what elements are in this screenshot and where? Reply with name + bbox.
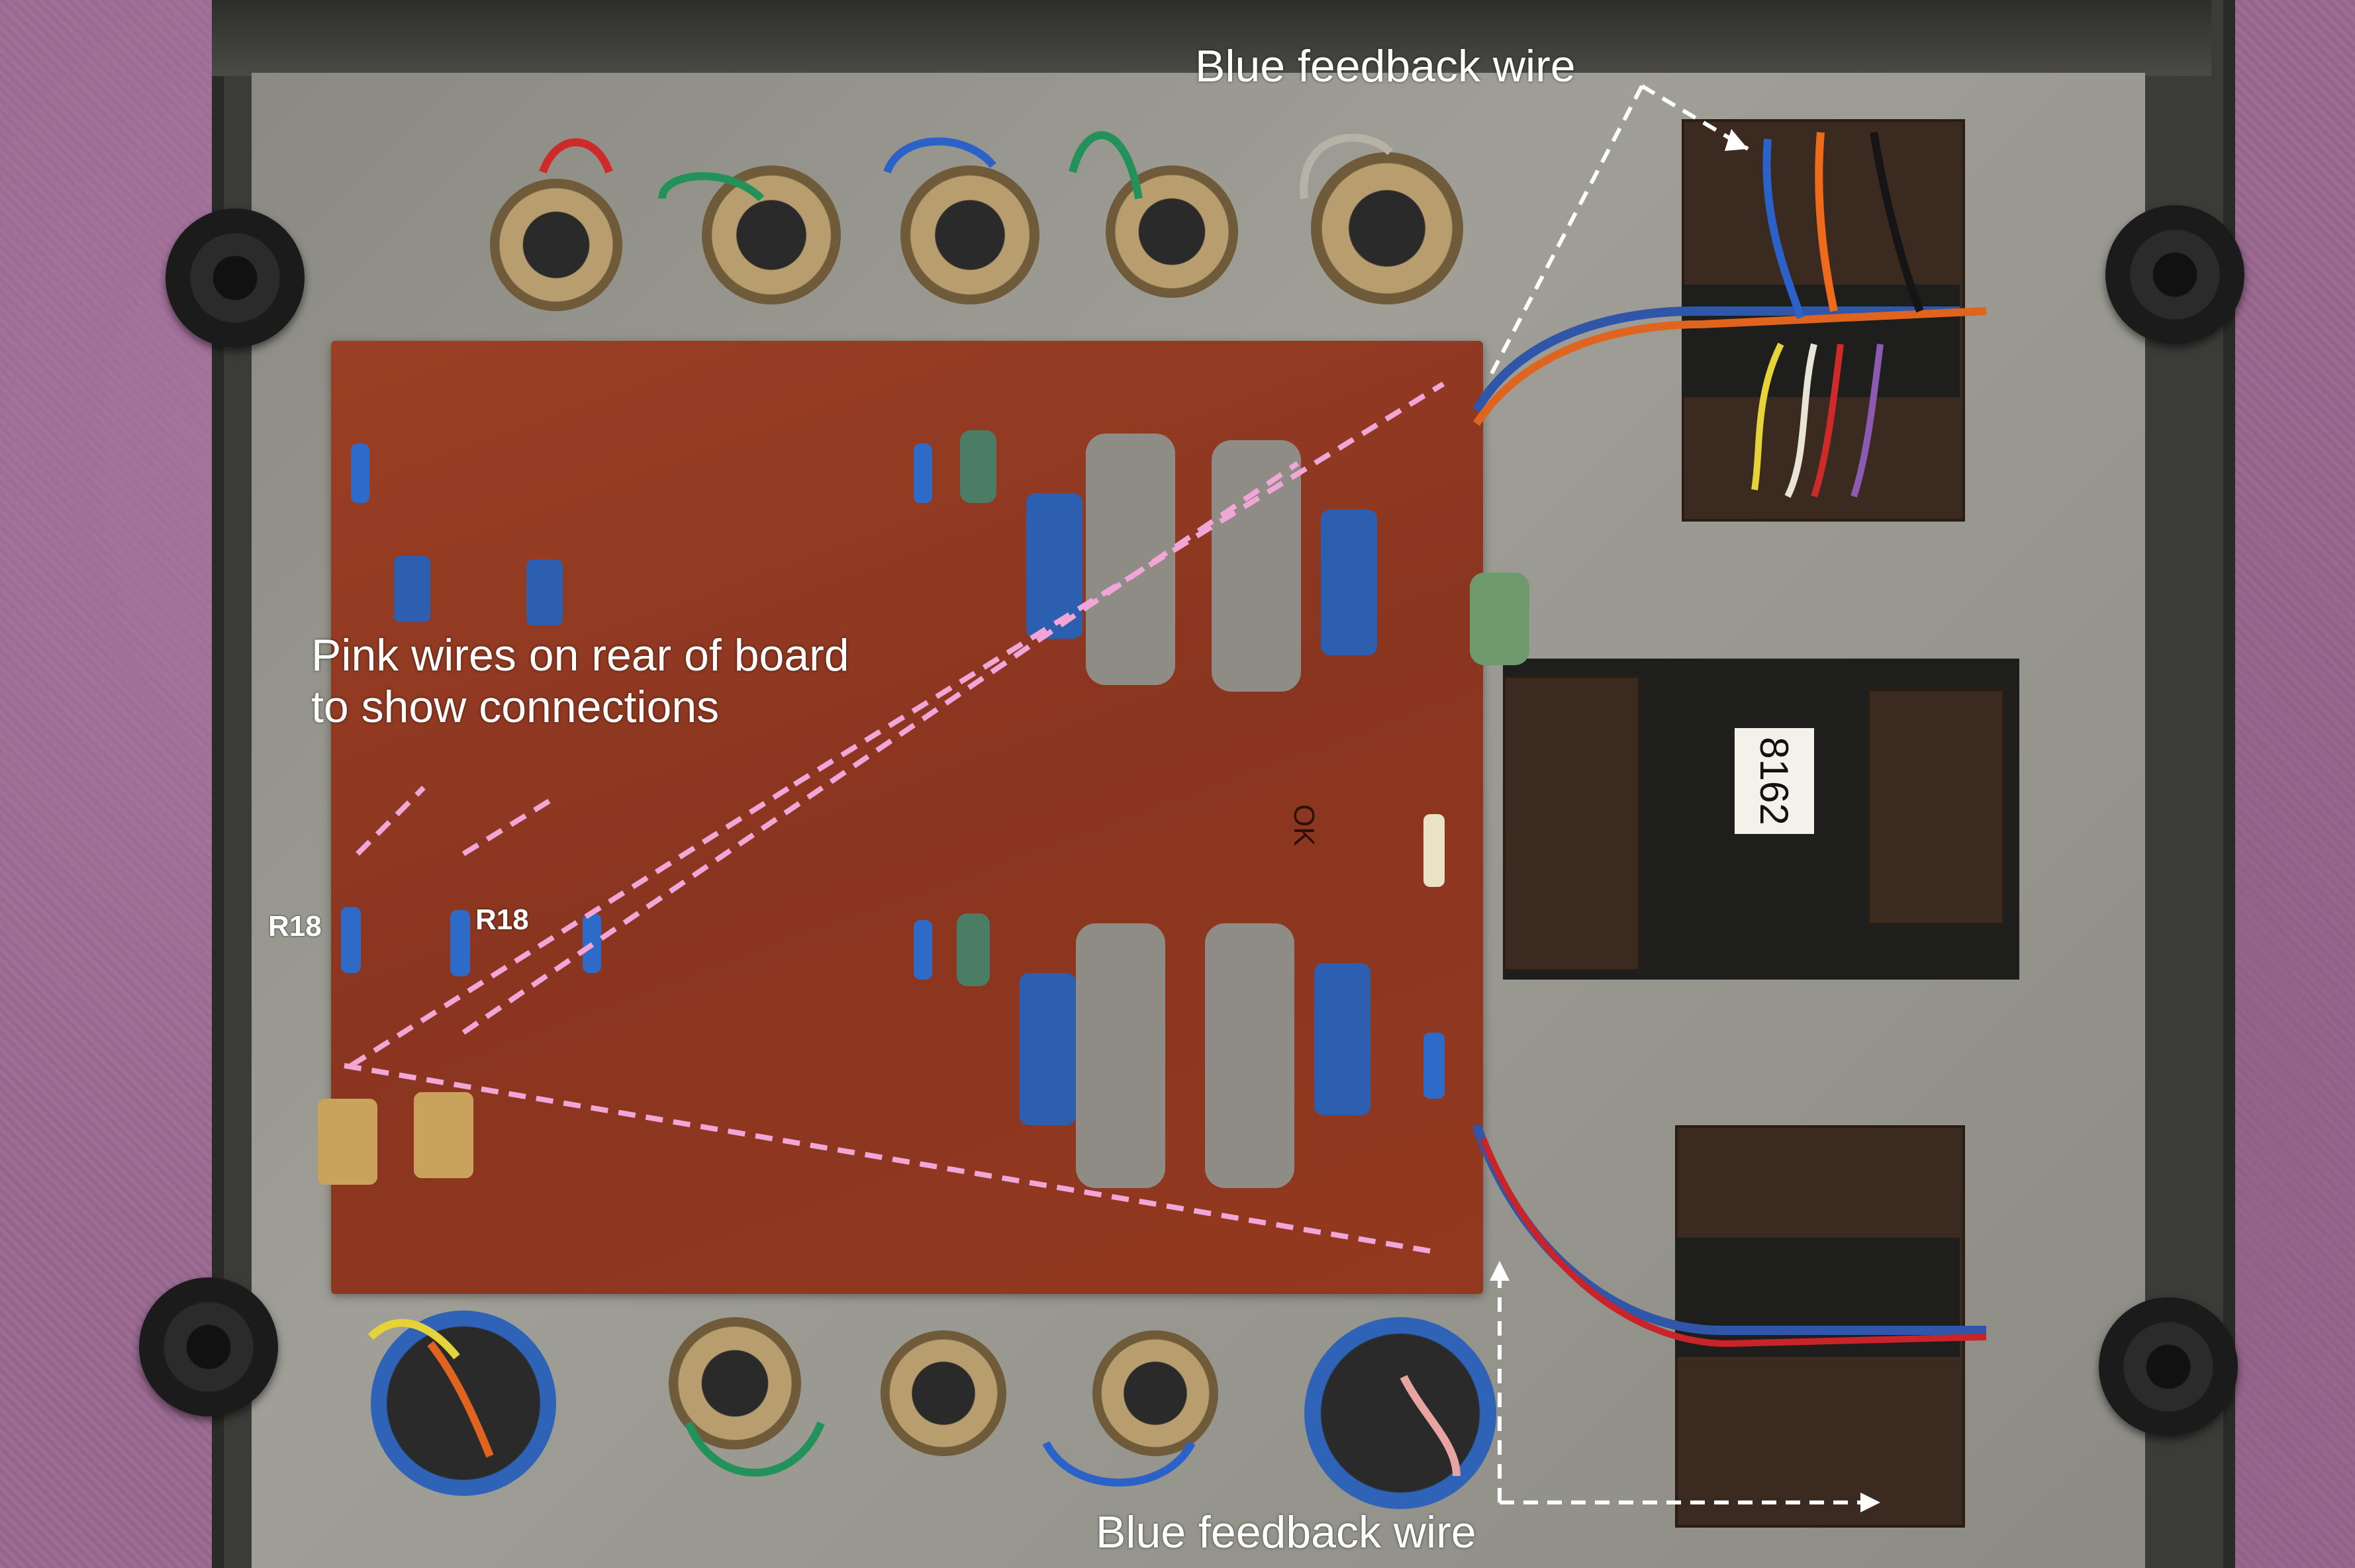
resistor-6 (1423, 814, 1445, 887)
pink-wire-overlay (344, 381, 1445, 1254)
pcb-ok-mark: OK (1288, 804, 1320, 847)
rubber-foot-top-left (166, 208, 305, 347)
wire-grey-socket5 (1300, 134, 1394, 199)
rubber-foot-top-right (2105, 205, 2244, 344)
mica-cap-2 (414, 1092, 473, 1178)
lead-blue-top (1762, 138, 1805, 319)
pink-wire-1 (356, 786, 426, 856)
lead-black-top (1870, 132, 1924, 313)
tube-socket-4 (1106, 165, 1238, 298)
electrolytic-cap-1 (1026, 493, 1082, 639)
chassis-top-lip (212, 0, 2211, 76)
lead-purple-top (1850, 344, 1884, 498)
mica-cap-1 (318, 1099, 377, 1185)
tube-socket-1 (490, 179, 622, 311)
resistor-r18-left (341, 907, 361, 973)
feedback-arrow-top-down (1488, 85, 1644, 379)
wire-loom-top-orange (1473, 307, 1987, 426)
resistor-green-2 (957, 913, 990, 986)
power-transformer-terminals-left (1503, 675, 1641, 972)
oil-cap-1 (1086, 434, 1175, 685)
electrolytic-cap-6 (526, 559, 563, 625)
wire-loom-top (1472, 306, 1960, 413)
pink-note-line-2: to show connections (311, 682, 720, 732)
electrolytic-cap-3 (1020, 973, 1076, 1125)
tube-socket-5 (1311, 152, 1463, 304)
wire-orange-cap (427, 1341, 494, 1458)
feedback-arrows (1488, 84, 1874, 1504)
r18-label-right: R18 (475, 903, 529, 936)
wire-blue-socket3 (883, 137, 996, 174)
arrowhead-top (1725, 129, 1748, 151)
lead-red-top (1811, 344, 1844, 498)
rubber-foot-bottom-right (2099, 1297, 2238, 1436)
bottom-feedback-label: Blue feedback wire (1096, 1507, 1476, 1557)
wire-loom-bottom-red (1480, 1137, 1987, 1348)
resistor-1 (351, 443, 369, 503)
wire-red-socket1 (539, 138, 613, 174)
electrolytic-cap-5 (394, 556, 430, 622)
resistor-4 (914, 920, 932, 980)
wire-blue-bottom (1042, 1441, 1196, 1487)
lead-yellow-top (1751, 342, 1784, 490)
pink-wire-2 (461, 798, 552, 856)
wire-loom-bottom (1472, 1123, 1986, 1335)
electrolytic-cap-2 (1321, 510, 1377, 655)
tube-socket-3 (900, 165, 1039, 304)
pink-wire-6 (793, 381, 1445, 787)
oil-cap-2 (1212, 440, 1301, 692)
resistor-r18-right (450, 910, 470, 976)
arrowhead-bottom-right (1860, 1493, 1880, 1512)
top-feedback-label: Blue feedback wire (1195, 41, 1576, 91)
resistor-2 (583, 913, 601, 973)
tube-socket-7 (881, 1330, 1006, 1456)
resistor-green-1 (960, 430, 996, 503)
rubber-foot-bottom-left (139, 1277, 278, 1416)
tube-socket-8 (1092, 1330, 1218, 1456)
wire-green-socket2 (658, 172, 765, 202)
resistor-5 (1423, 1033, 1445, 1099)
resistor-green-3 (1470, 573, 1529, 665)
oil-cap-4 (1205, 923, 1294, 1188)
wire-green-socket4 (1069, 131, 1143, 199)
arrowhead-bottom-left (1490, 1261, 1510, 1281)
wire-green-bottom (685, 1421, 825, 1477)
filter-capacitor-right (1304, 1317, 1496, 1509)
power-transformer-terminals-right (1867, 688, 2005, 925)
resistor-3 (914, 443, 932, 503)
lead-white-top (1784, 343, 1817, 498)
pink-wire-3 (349, 782, 796, 1068)
lead-orange-top (1815, 132, 1838, 312)
electrolytic-cap-4 (1314, 963, 1370, 1115)
tube-socket-2 (702, 165, 841, 304)
pink-wire-5 (344, 1063, 1431, 1254)
pink-note-line-1: Pink wires on rear of board (311, 630, 849, 680)
r18-label-left: R18 (268, 910, 322, 943)
wire-pink-cap (1400, 1375, 1461, 1477)
oil-cap-3 (1076, 923, 1165, 1188)
wire-yellow-cap (367, 1318, 460, 1360)
